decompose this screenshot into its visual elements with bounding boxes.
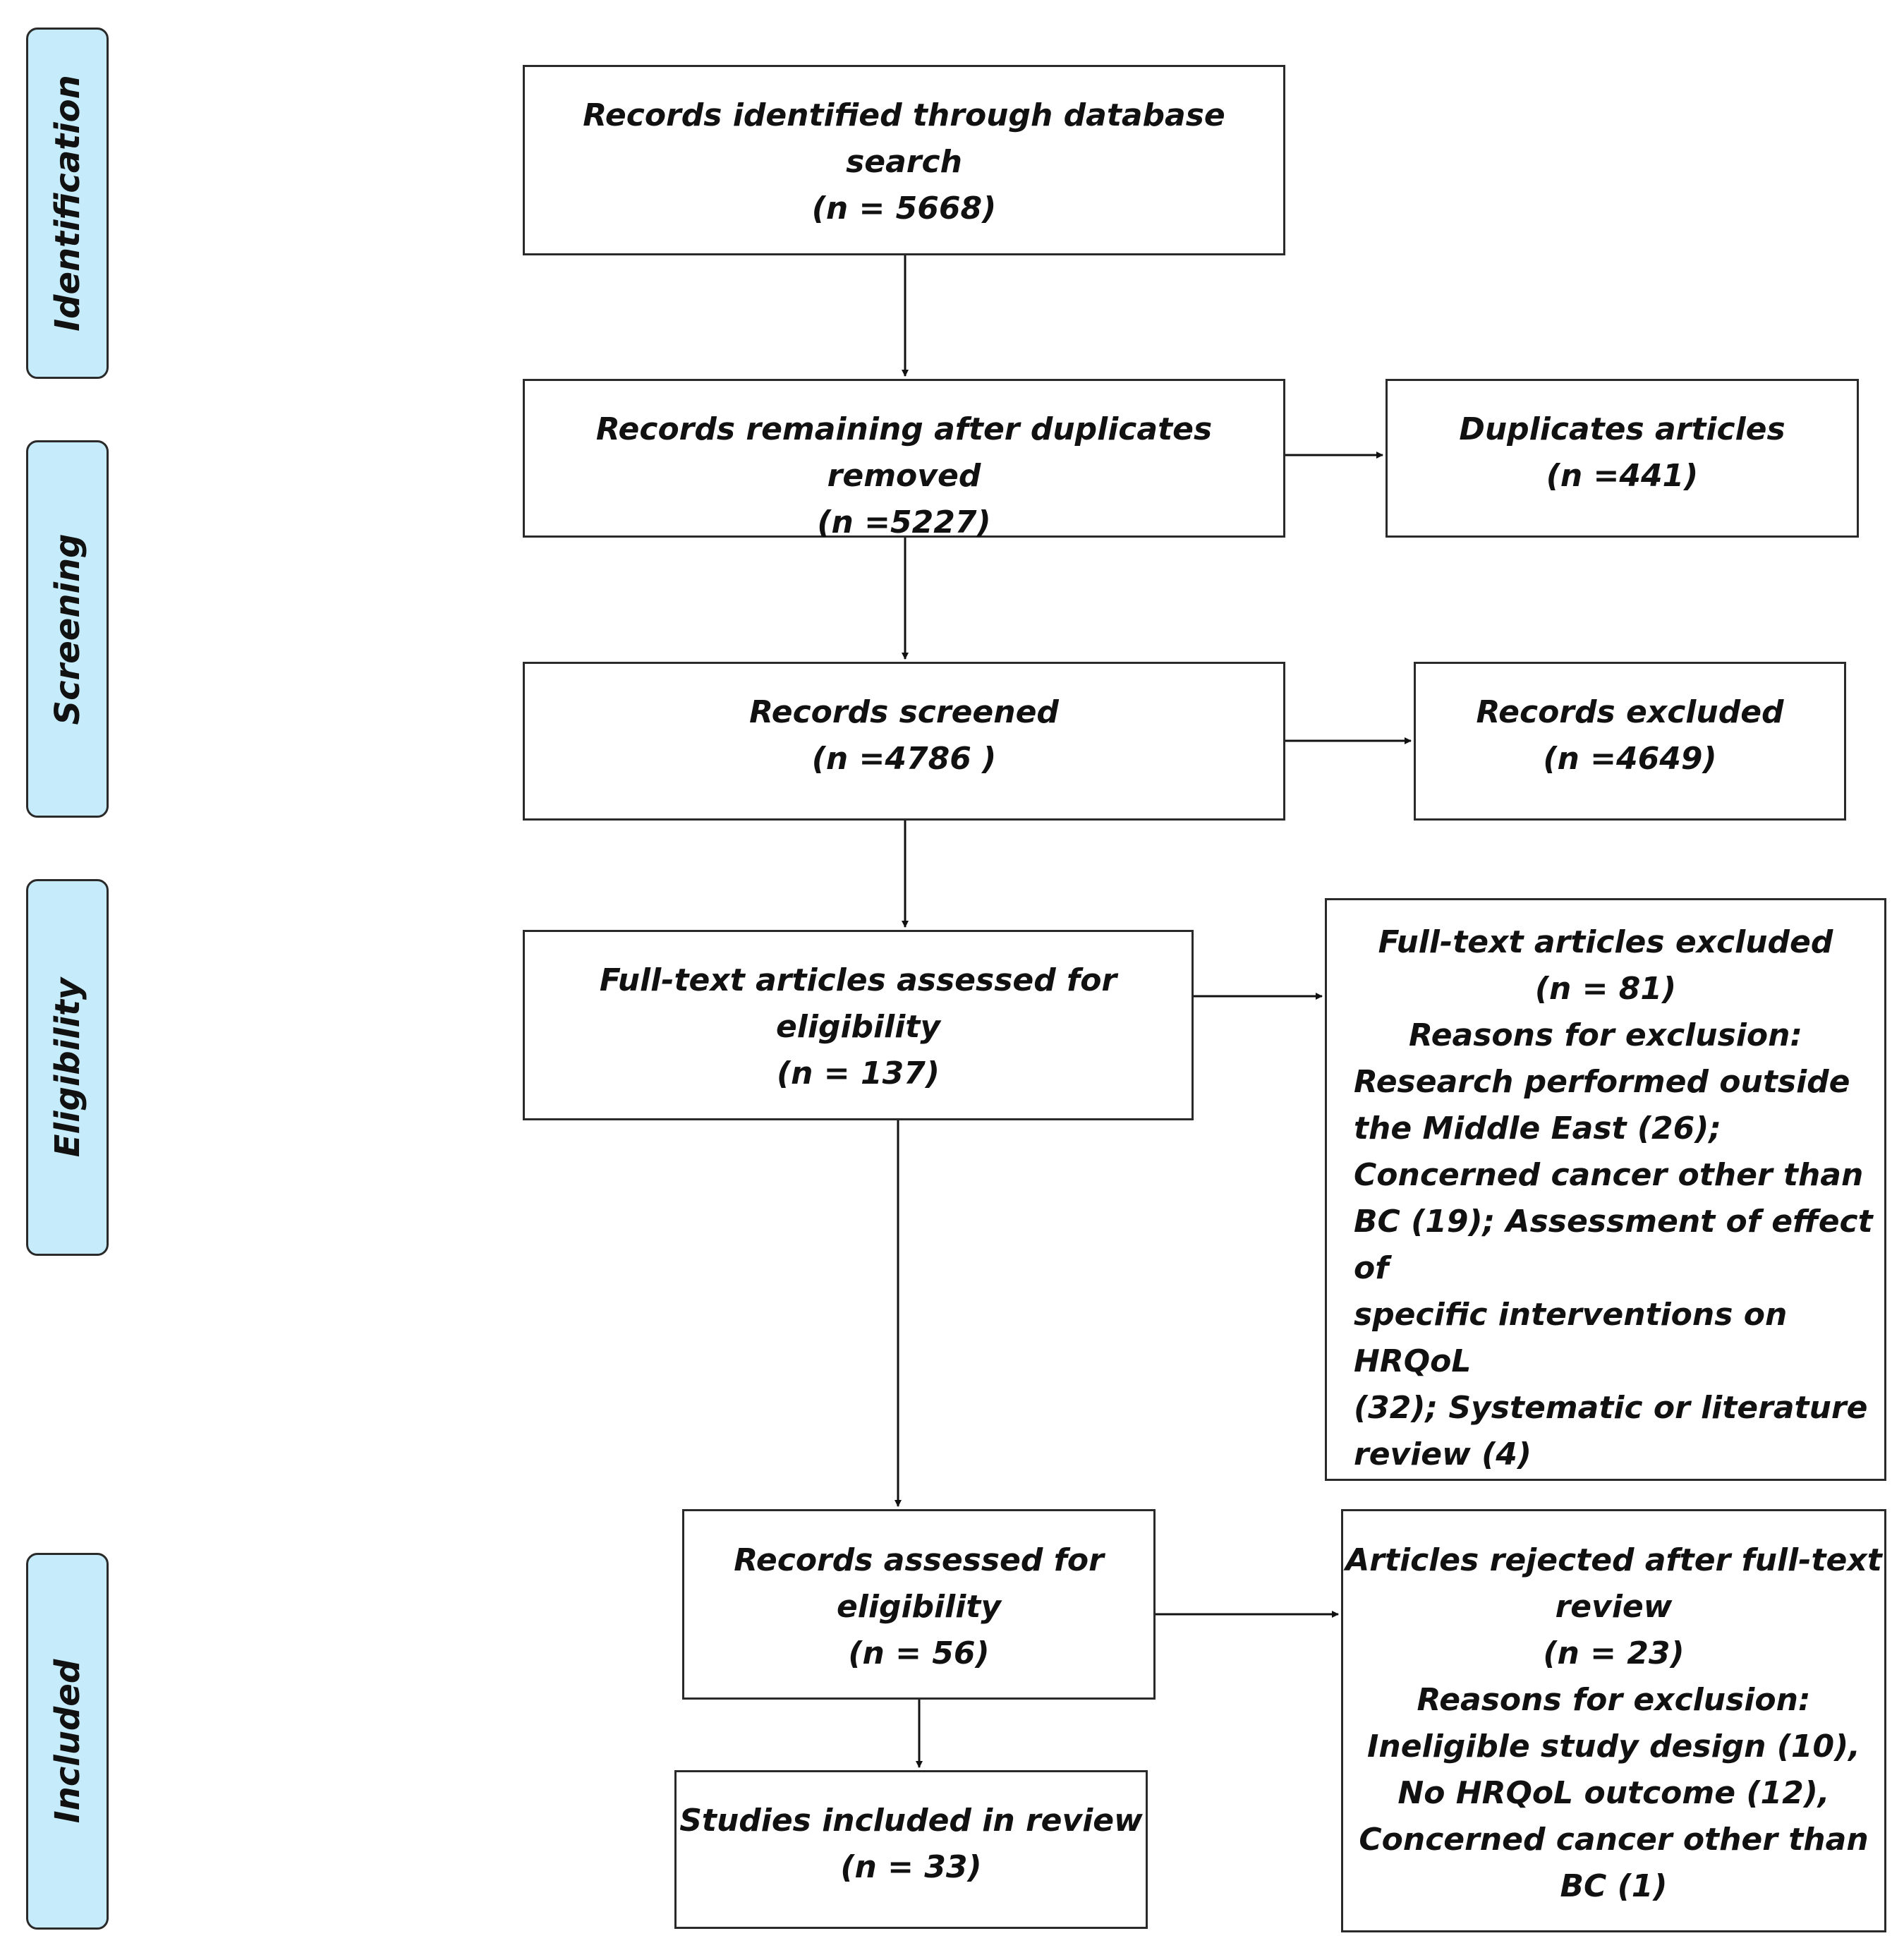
box-title: Duplicates articles <box>1459 411 1785 447</box>
reason-line: Ineligible study design (10), <box>1367 1729 1860 1765</box>
box-count: (n = 81) <box>1534 971 1677 1007</box>
box-title-line2: review <box>1555 1589 1673 1625</box>
box-records-excluded: Records excluded (n =4649) <box>1414 662 1846 821</box>
stage-screening: Screening <box>26 440 109 818</box>
reason-line: Concerned cancer other than <box>1359 1822 1869 1858</box>
box-title-line2: eligibility <box>836 1589 1002 1625</box>
box-count: (n =441) <box>1546 458 1699 494</box>
reason-line: Concerned cancer other than <box>1354 1157 1864 1193</box>
box-title: Records identified through database sear… <box>583 97 1225 180</box>
reason-line: specific interventions on HRQoL <box>1354 1297 1788 1379</box>
reason-line: BC (1) <box>1560 1868 1668 1904</box>
box-title-line1: Records assessed for <box>734 1542 1104 1578</box>
box-count: (n = 33) <box>840 1849 982 1885</box>
reason-line: Research performed outside <box>1354 1064 1850 1100</box>
reasons-heading: Reasons for exclusion: <box>1417 1682 1811 1718</box>
box-count: (n = 5668) <box>811 190 997 226</box>
box-after-duplicates: Records remaining after duplicates remov… <box>523 379 1285 540</box>
reason-line: BC (19); Assessment of effect of <box>1354 1204 1873 1286</box>
reason-line: review (4) <box>1354 1436 1532 1472</box>
box-count: (n = 137) <box>777 1055 940 1091</box>
box-title: Studies included in review <box>679 1803 1143 1839</box>
box-title: Full-text articles excluded <box>1378 924 1833 960</box>
stage-identification: Identification <box>26 28 109 379</box>
box-articles-rejected: Articles rejected after full-text review… <box>1341 1509 1886 1932</box>
box-title-line1: Articles rejected after full-text <box>1345 1542 1882 1578</box>
reason-line: (32); Systematic or literature <box>1354 1390 1868 1426</box>
box-records-identified: Records identified through database sear… <box>523 65 1285 255</box>
box-records-screened: Records screened (n =4786 ) <box>523 662 1285 821</box>
stage-included: Included <box>26 1553 109 1930</box>
box-title: Records screened <box>749 694 1059 730</box>
box-count: (n = 23) <box>1543 1635 1685 1671</box>
box-count: (n =4786 ) <box>811 741 997 777</box>
reason-line: No HRQoL outcome (12), <box>1397 1775 1830 1811</box>
box-records-assessed: Records assessed for eligibility (n = 56… <box>682 1509 1156 1700</box>
box-fulltext-assessed: Full-text articles assessed for eligibil… <box>523 930 1194 1120</box>
box-duplicates: Duplicates articles (n =441) <box>1385 379 1859 538</box>
box-fulltext-excluded: Full-text articles excluded (n = 81) Rea… <box>1325 898 1886 1481</box>
box-title: Records remaining after duplicates remov… <box>595 411 1213 494</box>
box-count: (n =4649) <box>1543 741 1717 777</box>
box-count: (n =5227) <box>817 504 991 540</box>
reason-line: the Middle East (26); <box>1354 1110 1721 1146</box>
reasons-heading: Reasons for exclusion: <box>1409 1017 1802 1053</box>
box-title: Full-text articles assessed for eligibil… <box>599 962 1117 1045</box>
box-title: Records excluded <box>1476 694 1784 730</box>
box-studies-included: Studies included in review (n = 33) <box>674 1770 1148 1929</box>
stage-eligibility: Eligibility <box>26 879 109 1256</box>
box-count: (n = 56) <box>848 1635 990 1671</box>
